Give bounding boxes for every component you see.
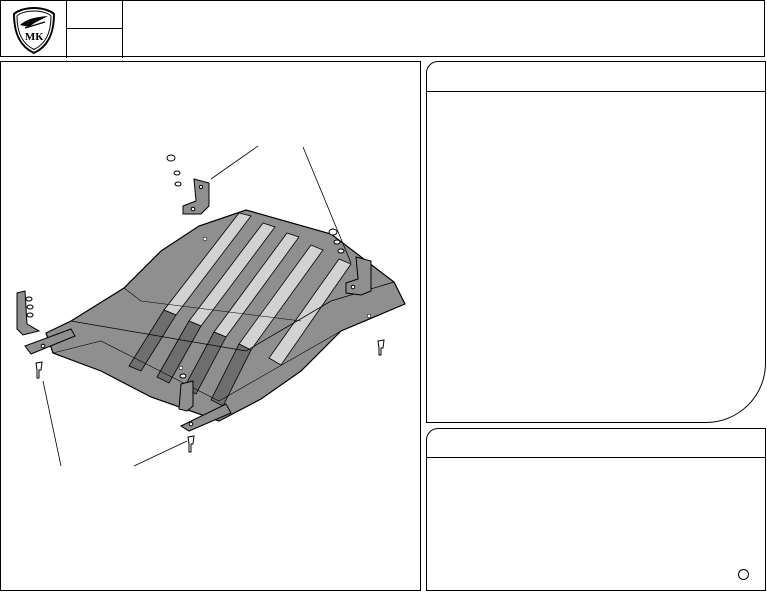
circle-icon: [738, 569, 749, 580]
bolts: [35, 339, 385, 453]
bracket-left: [16, 290, 76, 355]
instructions-panel-heading: [427, 62, 765, 92]
instructions-panel: [426, 61, 766, 423]
document-title: [123, 1, 764, 58]
logo-text: МК: [24, 31, 42, 43]
bracket-right: [328, 228, 372, 296]
code-cell-bottom: [67, 29, 123, 58]
shield-logo-icon: МК: [12, 6, 55, 54]
logo-cell: МК: [1, 1, 67, 58]
plate-ribs: [128, 212, 352, 407]
leader-lines: [42, 145, 352, 467]
bracket-top-left: [166, 154, 210, 215]
assembly-drawing: [16, 145, 406, 467]
parts-panel-heading: [427, 429, 765, 458]
code-cell-top: [67, 1, 123, 29]
title-block: МК: [0, 0, 765, 58]
assembly-drawing-frame: [0, 61, 421, 591]
parts-panel: [426, 428, 766, 591]
bracket-bottom: [178, 373, 232, 432]
